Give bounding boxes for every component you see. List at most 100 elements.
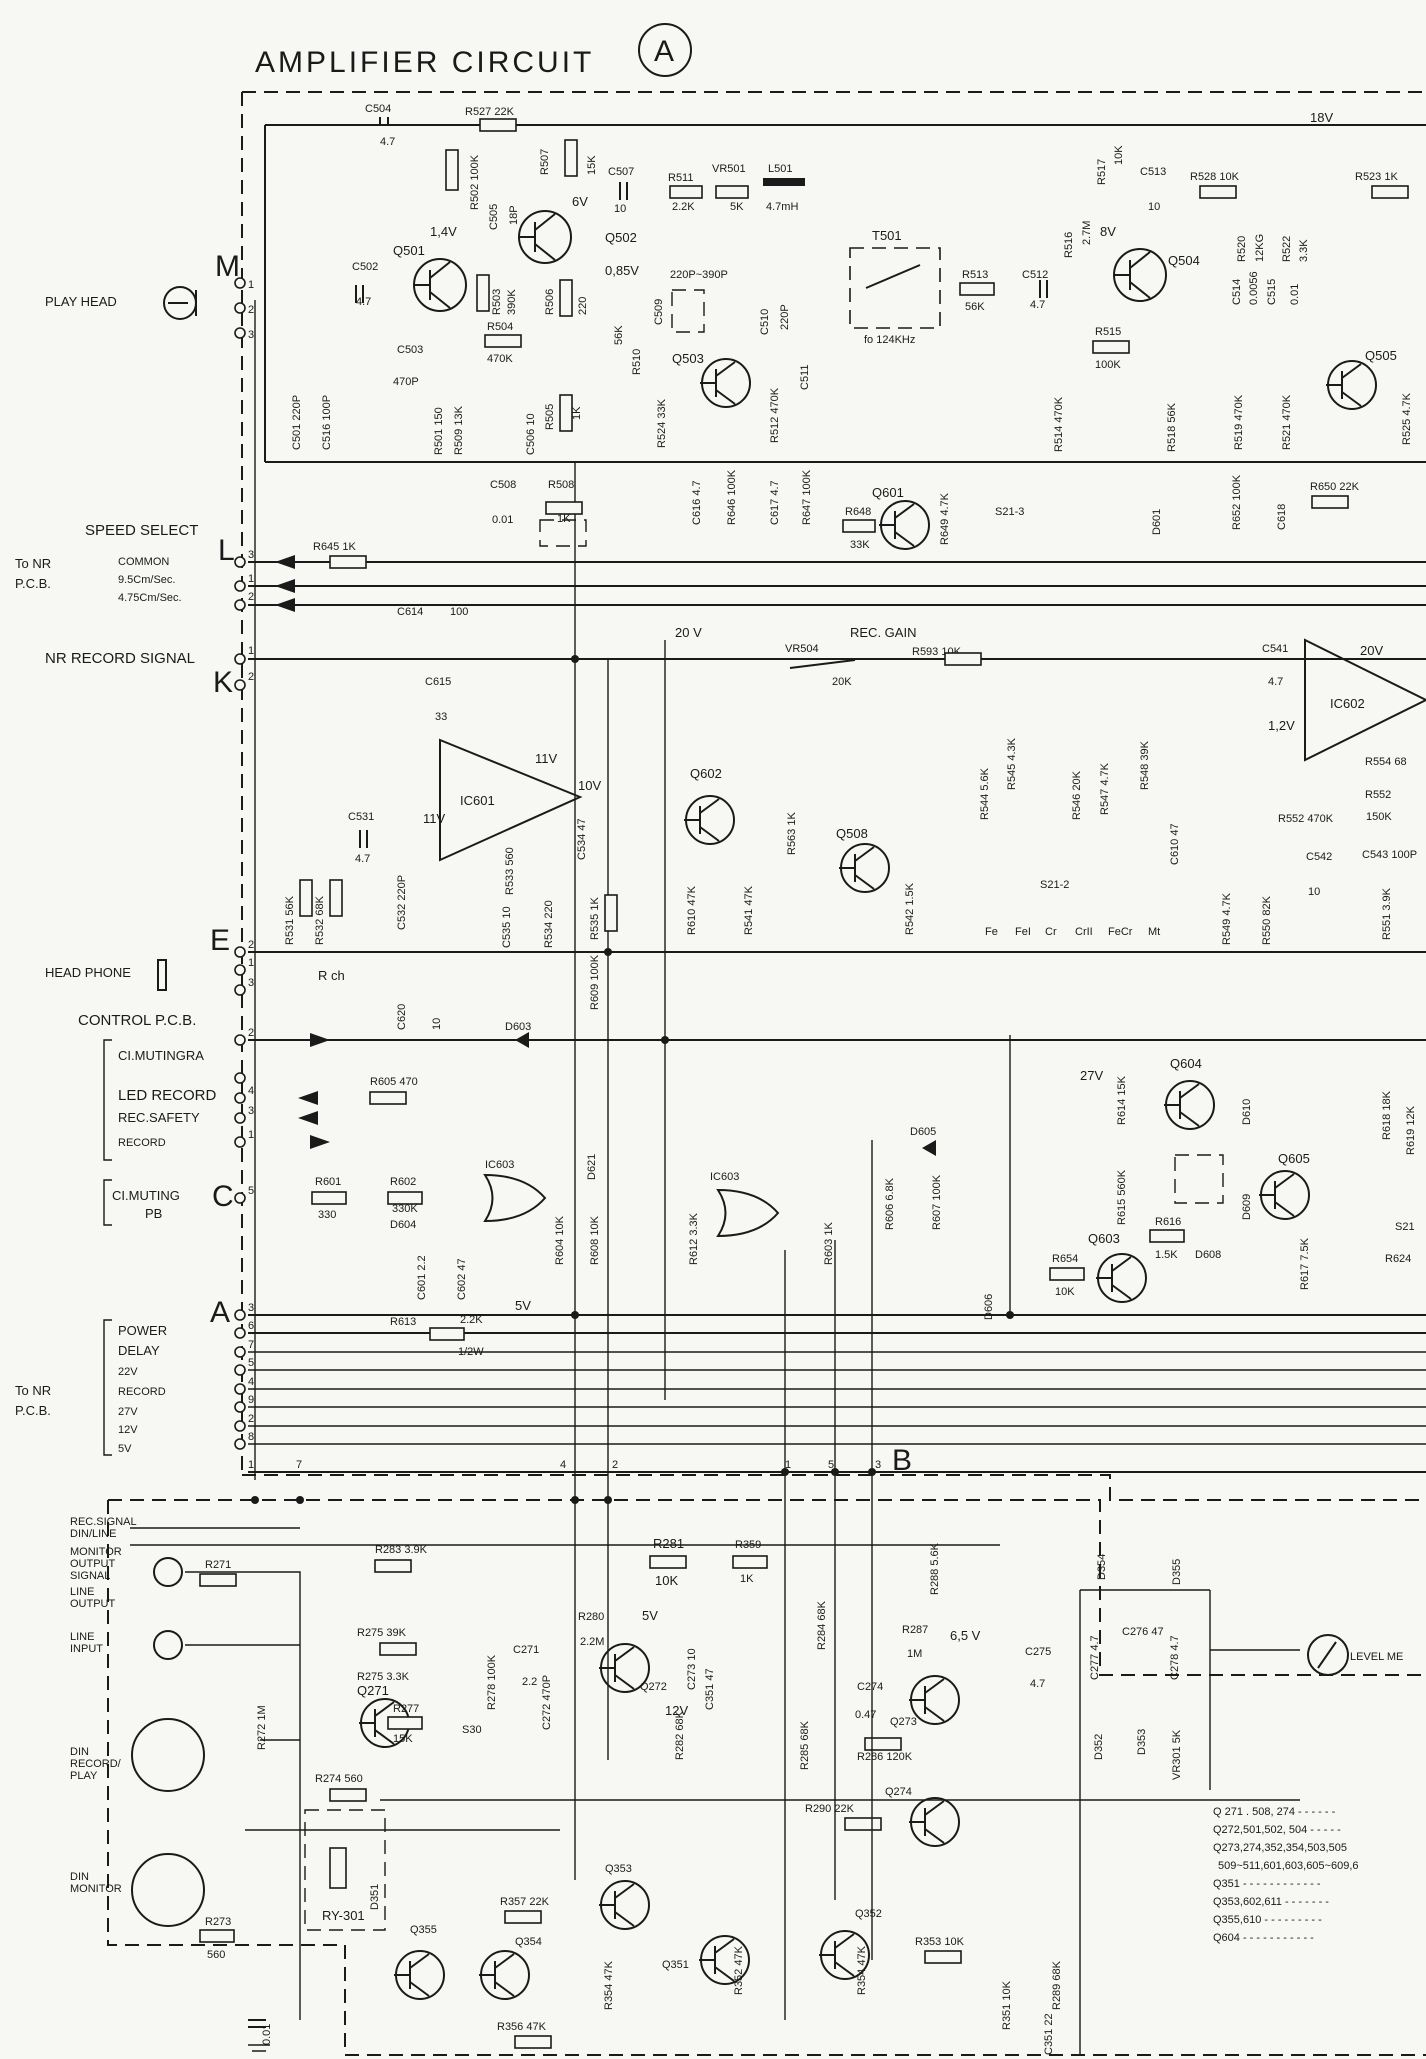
din-record-play-socket-icon[interactable] bbox=[131, 1718, 205, 1792]
vr301-label: VR301 5K bbox=[1171, 1729, 1183, 1780]
r513-value: 56K bbox=[965, 301, 985, 313]
schematic-title: AMPLIFIER CIRCUIT bbox=[255, 46, 594, 79]
r613-label: R613 bbox=[390, 1316, 416, 1328]
c-bottom-value: 0.01 bbox=[261, 2024, 273, 2045]
c507-value: 10 bbox=[614, 203, 626, 215]
volt-6v: 6V bbox=[572, 194, 588, 209]
c274-value: 0.47 bbox=[855, 1709, 876, 1721]
vr504-pot[interactable] bbox=[789, 659, 856, 669]
svg-text:Q502: Q502 bbox=[605, 230, 637, 245]
c502-capacitor bbox=[355, 285, 364, 303]
svg-text:FeCr: FeCr bbox=[1108, 926, 1133, 938]
q601-transistor: Q601 bbox=[872, 485, 930, 550]
label-signal: SIGNAL bbox=[70, 1570, 110, 1582]
c506-label: C506 10 bbox=[525, 413, 537, 455]
q503-transistor: Q503 bbox=[672, 351, 751, 408]
c503-value: 470P bbox=[393, 376, 419, 388]
c617-label: C617 4.7 bbox=[769, 480, 781, 525]
svg-text:Q353,602,611 - - - - - - -: Q353,602,611 - - - - - - - bbox=[1213, 1896, 1329, 1908]
lower-board-outline bbox=[107, 1500, 1426, 2056]
r351-label: R351 10K bbox=[1001, 1980, 1013, 2030]
c505-label: C505 bbox=[488, 204, 500, 230]
vr504-label: VR504 bbox=[785, 643, 819, 655]
line-input-jack-icon[interactable] bbox=[153, 1630, 183, 1660]
c273-label: C273 10 bbox=[686, 1648, 698, 1690]
r508-label: R508 bbox=[548, 479, 574, 491]
lower-wiring bbox=[130, 1527, 1300, 2055]
r607-label: R607 100K bbox=[931, 1174, 943, 1230]
vr501-label: VR501 bbox=[712, 163, 746, 175]
r503-label: R503 bbox=[491, 289, 503, 315]
board-outline-mid bbox=[242, 1474, 1426, 1501]
q353-transistor: Q353 bbox=[599, 1863, 650, 1930]
svg-text:3: 3 bbox=[248, 1105, 254, 1117]
svg-text:IC601: IC601 bbox=[460, 793, 495, 808]
svg-text:509~511,601,603,605~609,6: 509~511,601,603,605~609,6 bbox=[1218, 1860, 1359, 1872]
ic602-opamp: IC602 bbox=[1304, 638, 1426, 762]
r602-value: 330K bbox=[392, 1203, 418, 1215]
svg-text:Fe: Fe bbox=[985, 926, 998, 938]
r273-resistor bbox=[199, 1929, 235, 1943]
c512-capacitor bbox=[1039, 280, 1048, 298]
c534-label: C534 47 bbox=[576, 818, 588, 860]
l501-label: L501 bbox=[768, 163, 792, 175]
line-output-jack-icon[interactable] bbox=[153, 1557, 183, 1587]
svg-text:3: 3 bbox=[248, 549, 254, 561]
label-control-pcb: CONTROL P.C.B. bbox=[78, 1012, 196, 1029]
connector-K: K bbox=[213, 666, 233, 699]
r548-label: R548 39K bbox=[1139, 740, 1151, 790]
pin-numbers: 1 2 3 3 1 2 1 2 2 1 3 2 4 3 1 5 3 6 7 5 … bbox=[248, 279, 881, 1471]
r357-resistor bbox=[504, 1910, 542, 1924]
r617-label: R617 7.5K bbox=[1299, 1237, 1311, 1290]
c513-value: 10 bbox=[1148, 201, 1160, 213]
vr501-resistor bbox=[715, 185, 749, 199]
r286-label: R286 120K bbox=[857, 1751, 913, 1763]
svg-text:Q602: Q602 bbox=[690, 766, 722, 781]
r523-resistor bbox=[1371, 185, 1409, 199]
r554-label: R554 68 bbox=[1365, 756, 1407, 768]
r504-resistor bbox=[484, 334, 522, 348]
c351-label: C351 47 bbox=[704, 1668, 716, 1710]
r647-label: R647 100K bbox=[801, 469, 813, 525]
r602-label: R602 bbox=[390, 1176, 416, 1188]
label-record-play: RECORD/ bbox=[70, 1758, 122, 1770]
d604-label: D604 bbox=[390, 1219, 416, 1231]
r275b-label: R275 3.3K bbox=[357, 1671, 410, 1683]
d610-label: D610 bbox=[1241, 1099, 1253, 1125]
r354a-label: R354 47K bbox=[603, 1960, 615, 2010]
r648-value: 33K bbox=[850, 539, 870, 551]
vr504-value: 20K bbox=[832, 676, 852, 688]
r508-resistor bbox=[545, 501, 583, 515]
r535-label: R535 1K bbox=[589, 897, 601, 940]
c615-label: C615 bbox=[425, 676, 451, 688]
r357-label: R357 22K bbox=[500, 1896, 550, 1908]
r533-label: R533 560 bbox=[504, 847, 516, 895]
label-cl-muting-ra: CI.MUTINGRA bbox=[118, 1048, 204, 1063]
c541-value: 4.7 bbox=[1268, 676, 1283, 688]
r654-value: 10K bbox=[1055, 1286, 1075, 1298]
svg-text:1: 1 bbox=[248, 573, 254, 585]
din-monitor-socket-icon[interactable] bbox=[131, 1853, 205, 1927]
level-meter-icon bbox=[1307, 1634, 1349, 1676]
svg-text:8: 8 bbox=[248, 1431, 254, 1443]
svg-text:Q603: Q603 bbox=[1088, 1231, 1120, 1246]
c543-label: C543 100P bbox=[1362, 849, 1417, 861]
label-play-head: PLAY HEAD bbox=[45, 294, 117, 309]
label-led-record: LED RECORD bbox=[118, 1087, 217, 1104]
r618-label: R618 18K bbox=[1381, 1090, 1393, 1140]
r515-label: R515 bbox=[1095, 326, 1121, 338]
connector-M[interactable]: M bbox=[215, 250, 246, 339]
r290-resistor bbox=[844, 1817, 882, 1831]
r608-label: R608 10K bbox=[589, 1215, 601, 1265]
r278-label: R278 100K bbox=[486, 1654, 498, 1710]
svg-text:Q273: Q273 bbox=[890, 1716, 917, 1728]
svg-text:2: 2 bbox=[248, 591, 254, 603]
r650-resistor bbox=[1311, 495, 1349, 509]
r648-label: R648 bbox=[845, 506, 871, 518]
c510-value: 220P bbox=[779, 304, 791, 330]
t501-freq: fo 124KHz bbox=[864, 334, 915, 346]
rail-5v-label: 5V bbox=[515, 1298, 531, 1313]
r534-label: R534 220 bbox=[543, 900, 555, 948]
svg-text:CrII: CrII bbox=[1075, 926, 1093, 938]
r527-resistor bbox=[479, 118, 517, 132]
